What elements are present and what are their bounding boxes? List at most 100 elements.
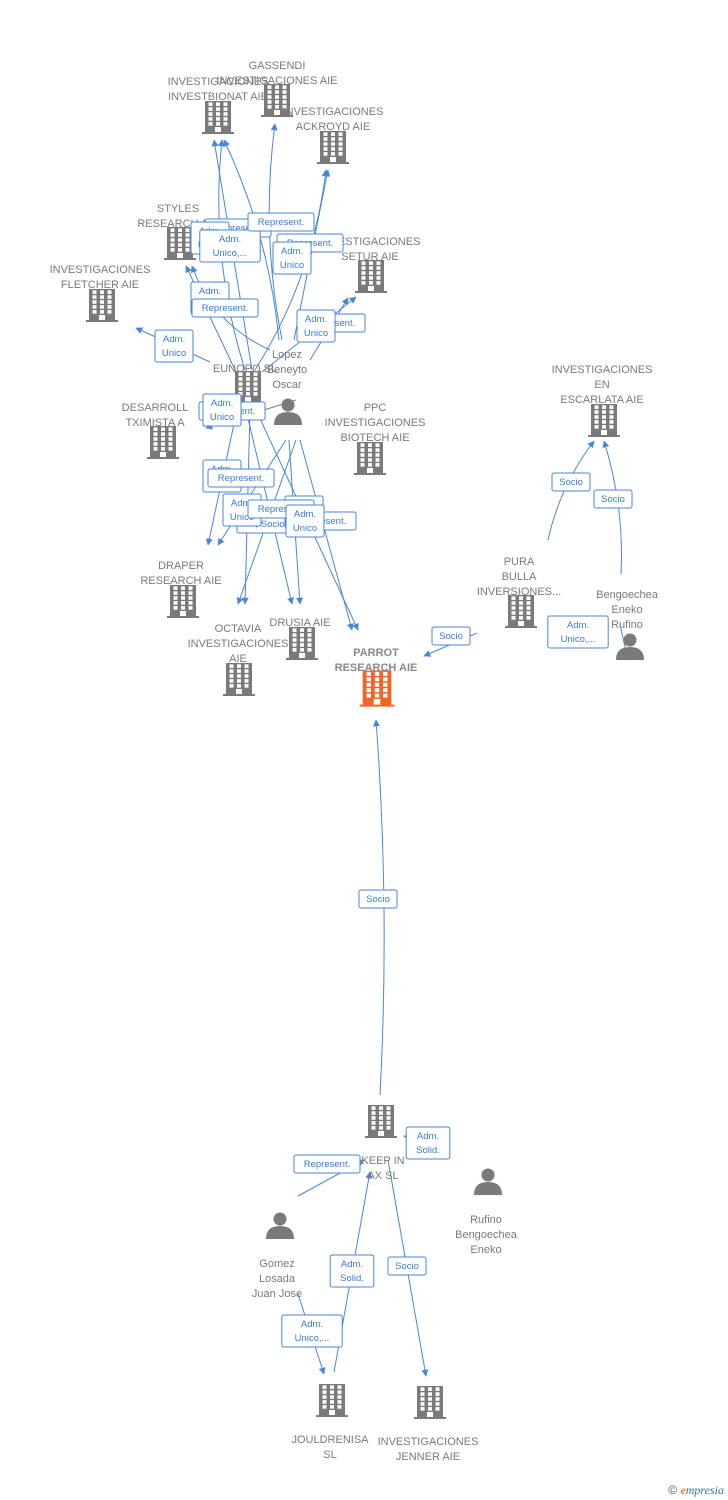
node-label: INVESTIGACIONES	[320, 236, 421, 248]
node-gassendi[interactable]: GASSENDI INVESTIGACIONES AIE	[216, 60, 338, 117]
edge-label-text: Adm.	[231, 498, 253, 509]
edge-label-box	[387, 1256, 427, 1276]
node-europo[interactable]: EUNOPO SL	[213, 363, 277, 404]
node-label: Juan Jose	[252, 1288, 302, 1300]
edge-label-text: Adm.	[211, 398, 233, 409]
node-label: RESEARCH AIE	[140, 575, 221, 587]
edge-label-keepin-to-parrot[interactable]: Socio	[358, 889, 398, 909]
node-label: Gomez	[259, 1258, 294, 1270]
edge-label-box	[551, 472, 591, 492]
edge-label-text: Solid.	[416, 1145, 440, 1156]
edge-label-text: Socio	[366, 894, 390, 905]
building-icon	[317, 131, 349, 164]
edge-label-text: Socio	[559, 477, 583, 488]
edge-label-gomez-to-keepin[interactable]: Represent.	[293, 1154, 361, 1174]
building-icon	[316, 1384, 348, 1417]
node-label: ESCARLATA AIE	[560, 394, 643, 406]
person-icon	[474, 1168, 502, 1195]
edge-label-box	[293, 1154, 361, 1174]
node-label: EUNOPO SL	[213, 363, 277, 375]
edge-label-gomez-to-jouldrenisa[interactable]: Adm.Unico,...	[281, 1314, 343, 1348]
edge-europo-to-styles	[185, 265, 237, 373]
edge-label-lopez-to-parrot[interactable]: Adm.Unico	[285, 504, 325, 538]
edge-label-box	[405, 1126, 451, 1160]
edge-label-text: Represent.	[218, 473, 264, 484]
node-label: Bengoechea	[455, 1229, 518, 1241]
edge-label-europo-to-fletcher[interactable]: Adm.Unico	[154, 329, 194, 363]
node-pura[interactable]: PURABULLAINVERSIONES...	[477, 556, 561, 628]
edge-lopez-to-parrot	[299, 439, 354, 631]
edge-label-jouldrenisa-to-keepin[interactable]: Adm.Solid.	[329, 1254, 375, 1288]
node-label: INVESTIGACIONES AIE	[216, 75, 337, 87]
edge-label-text: Adm.	[305, 314, 327, 325]
node-label: FLETCHER AIE	[61, 279, 139, 291]
building-icon	[359, 670, 395, 707]
edge-label-box	[272, 241, 312, 275]
edge-label-lopez-to-desarroll[interactable]: Adm. Unico	[202, 393, 242, 427]
node-label: INVESTIGACIONES	[283, 106, 384, 118]
node-drusia[interactable]: DRUSIA AIE	[269, 617, 331, 660]
edge-label-box	[329, 1254, 375, 1288]
edge-label-box	[547, 615, 609, 649]
node-label: INVESTIGACIONES	[552, 364, 653, 376]
edge-label-text: Represent.	[202, 303, 248, 314]
node-label: BIOTECH AIE	[340, 432, 409, 444]
person-icon	[274, 398, 302, 425]
edge-label-text: Solid.	[340, 1273, 364, 1284]
edge-label-text: Adm.	[219, 234, 241, 245]
building-icon	[202, 101, 234, 134]
edge-label-lopez-to-setur[interactable]: Adm.Unico	[296, 309, 336, 343]
building-icon	[354, 442, 386, 475]
node-label: PURA	[504, 556, 535, 568]
node-escarlata[interactable]: INVESTIGACIONES EN ESCARLATA AIE	[552, 364, 653, 437]
edge-label-pura-to-parrot[interactable]: Socio	[431, 626, 471, 646]
node-label: EN	[594, 379, 609, 391]
edge-label-box	[207, 468, 275, 488]
building-icon	[588, 404, 620, 437]
node-label: Bengoechea	[596, 589, 659, 601]
edge-label-text: Unico	[210, 412, 234, 423]
node-label: Rufino	[611, 619, 643, 631]
edge-labels-layer: Represent.Adm.UnicoAdm.Unico,...Represen…	[154, 212, 633, 1348]
edge-label-lopez-to-gassendi[interactable]: Represent.	[247, 212, 315, 232]
node-label: GASSENDI	[249, 60, 306, 72]
node-label: Eneko	[470, 1244, 501, 1256]
edge-label-lopez-to-draper[interactable]: Represent.	[207, 468, 275, 488]
edge-label-lopez-to-styles[interactable]: Represent.	[191, 298, 259, 318]
brand-logo: empresia	[680, 1483, 724, 1497]
edge-label-bengo1-to-escarlata[interactable]: Socio	[593, 489, 633, 509]
edge-label-rufino2-to-keepin[interactable]: Adm.Solid.	[405, 1126, 451, 1160]
edge-label-lopez-to-ackroyd[interactable]: Adm.Unico	[272, 241, 312, 275]
edge-label-lopez-to-investbionat[interactable]: Adm.Unico,...	[199, 229, 261, 263]
building-icon	[223, 663, 255, 696]
person-icon	[266, 1212, 294, 1239]
edge-label-box	[199, 229, 261, 263]
edge-label-text: Adm.	[281, 246, 303, 257]
edge-label-box	[296, 309, 336, 343]
edge-label-pura-to-escarlata[interactable]: Socio	[551, 472, 591, 492]
node-label: Lopez	[272, 349, 302, 361]
building-icon	[147, 426, 179, 459]
edge-label-keepin-to-jenner[interactable]: Socio	[387, 1256, 427, 1276]
edge-label-bengo1-to-pura[interactable]: Adm.Unico,...	[547, 615, 609, 649]
node-label: INVESTBIONAT AIE	[168, 91, 268, 103]
node-label: STYLES	[157, 203, 199, 215]
